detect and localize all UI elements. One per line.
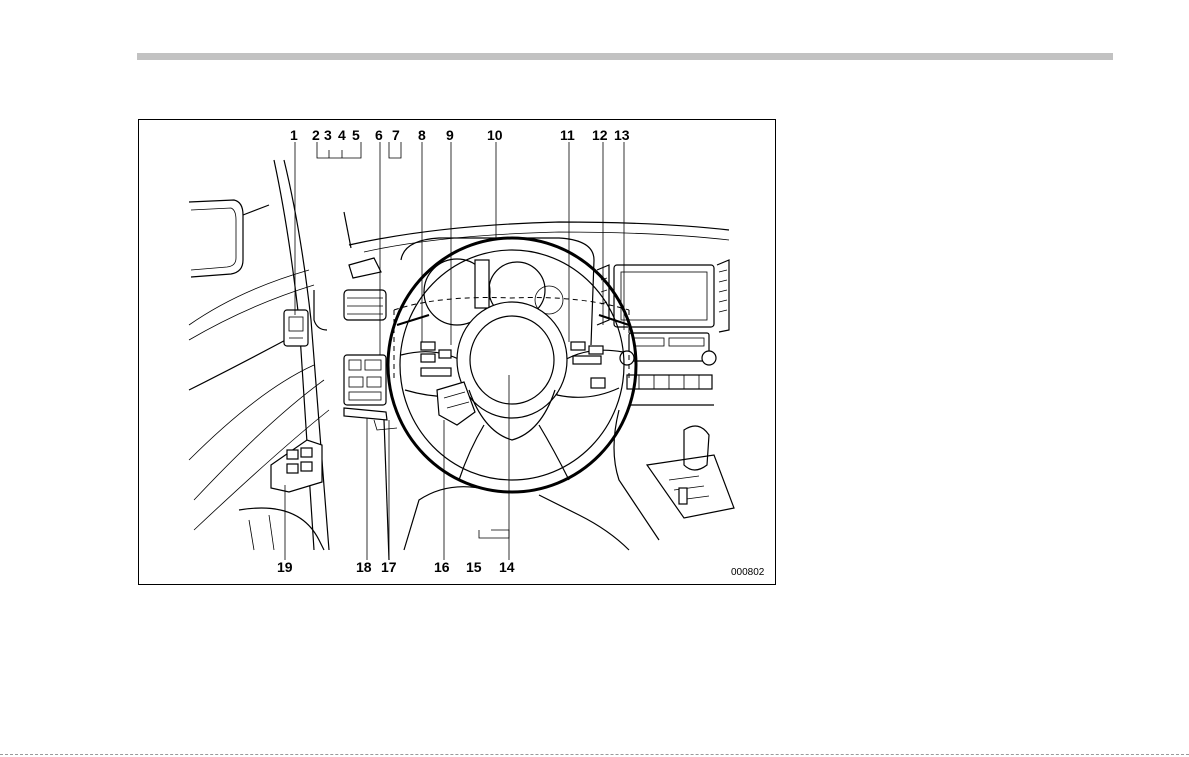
callout-16: 16 [434, 559, 450, 575]
callout-10: 10 [487, 127, 503, 143]
callout-6: 6 [375, 127, 383, 143]
steering-wheel [388, 238, 636, 492]
callout-2: 2 [312, 127, 320, 143]
leader-lines [285, 142, 624, 560]
callout-15: 15 [466, 559, 482, 575]
callout-14: 14 [499, 559, 515, 575]
callout-8: 8 [418, 127, 426, 143]
dashboard-illustration: 1 2 3 4 5 6 7 8 9 10 11 12 13 19 18 17 1… [139, 120, 777, 586]
callout-1: 1 [290, 127, 298, 143]
callout-4: 4 [338, 127, 346, 143]
callout-12: 12 [592, 127, 608, 143]
footer-rule [0, 754, 1189, 755]
callout-9: 9 [446, 127, 454, 143]
callout-7: 7 [392, 127, 400, 143]
center-console [597, 260, 729, 540]
callout-3: 3 [324, 127, 332, 143]
header-rule [137, 53, 1113, 60]
door-panel [189, 160, 329, 550]
figure-code: 000802 [731, 567, 765, 578]
mirror-switch [284, 310, 308, 346]
callout-11: 11 [560, 127, 575, 143]
callout-13: 13 [614, 127, 630, 143]
callout-18: 18 [356, 559, 372, 575]
callout-17: 17 [381, 559, 397, 575]
gear-selector [647, 426, 734, 518]
window-switch-panel [271, 440, 322, 492]
callout-19: 19 [277, 559, 293, 575]
callout-5: 5 [352, 127, 360, 143]
callouts: 1 2 3 4 5 6 7 8 9 10 11 12 13 19 18 17 1… [277, 127, 630, 575]
dashboard-figure: 1 2 3 4 5 6 7 8 9 10 11 12 13 19 18 17 1… [138, 119, 776, 585]
